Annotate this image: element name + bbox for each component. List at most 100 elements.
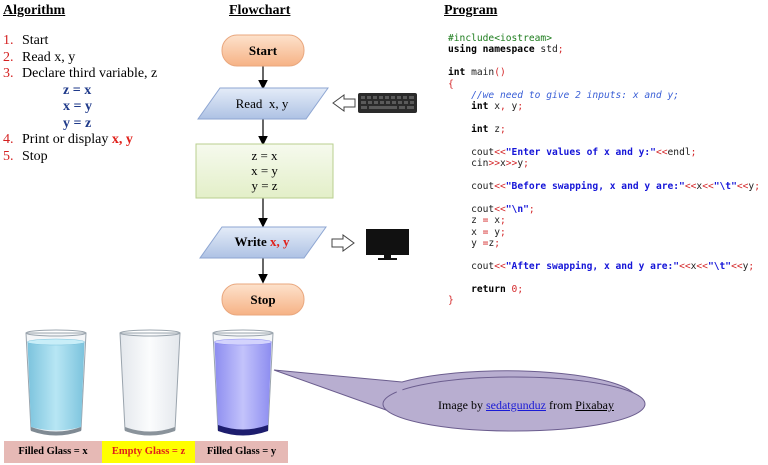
code-token: y (488, 226, 500, 238)
step-number: 1. (3, 33, 14, 48)
write-text: Write (234, 234, 270, 249)
algorithm-steps: 1. Start 2.Read x, y 3. Declare third vari… (3, 33, 157, 165)
code-token: cout (448, 203, 495, 215)
step-text: Start (22, 33, 49, 48)
assignment-text: x = y (63, 99, 92, 114)
filled-glass-y (212, 329, 274, 436)
code-line: using namespace std; (448, 44, 760, 55)
code-token: } (448, 294, 454, 306)
code-token: << (494, 203, 506, 215)
code-token: ; (690, 146, 697, 158)
read-label: Read x, y (235, 96, 289, 111)
code-line: } (448, 295, 760, 306)
code-line: { (448, 79, 760, 90)
assignment-text: z = x (63, 82, 92, 98)
credit-author-link[interactable]: sedatgunduz (485, 398, 546, 412)
flowchart-title: Flowchart (229, 3, 291, 18)
code-token: "Before swapping, x and y are:" (505, 181, 685, 193)
code-token: = (482, 238, 489, 250)
step-text: Print or display (22, 132, 112, 147)
code-line: return 0; (448, 284, 760, 295)
step-number: 3. (3, 66, 14, 81)
code-token: ; (500, 215, 506, 227)
code-token: int (448, 67, 466, 79)
code-token: "\t" (713, 181, 737, 193)
code-token: , (500, 101, 506, 113)
code-token: << (684, 181, 697, 193)
code-line (448, 249, 760, 260)
code-token: y (748, 181, 755, 193)
code-token: << (494, 181, 506, 193)
code-token: "\n" (505, 203, 529, 215)
code-token: y (448, 238, 483, 250)
process-line: y = z (251, 178, 278, 193)
stop-label: Stop (250, 292, 276, 307)
code-token: x (500, 158, 506, 170)
code-token: ; (517, 283, 524, 295)
code-token: cin (448, 158, 489, 170)
code-token: return (448, 283, 506, 295)
monitor-icon (366, 229, 409, 260)
code-line: z = x; (448, 215, 760, 226)
code-token: << (731, 260, 743, 272)
code-token: ; (523, 158, 529, 170)
code-token: ; (494, 238, 500, 250)
code-token: << (494, 146, 506, 158)
code-token: cout (448, 146, 495, 158)
stop-terminal (221, 283, 305, 316)
code-token: int (448, 124, 489, 136)
algorithm-title: Algorithm (3, 3, 66, 18)
step-highlight: x, y (111, 132, 133, 147)
process-line: x = y (251, 163, 278, 178)
code-token: () (494, 67, 506, 79)
start-label: Start (248, 43, 278, 58)
code-token: z (488, 238, 495, 250)
keyboard-arrow (332, 94, 356, 112)
code-token: y (742, 260, 749, 272)
step-text: Read x, y (22, 49, 76, 65)
program-code: #include<iostream>using namespace std; i… (448, 33, 760, 306)
code-line (448, 192, 760, 203)
code-token: "After swapping, x and y are:" (505, 260, 680, 272)
code-token: << (655, 146, 668, 158)
assignment-text: y = z (63, 115, 92, 131)
code-line: cout<<"Enter values of x and y:"<<endl; (448, 147, 760, 158)
code-token: z (448, 215, 483, 227)
code-token: endl (667, 146, 691, 158)
code-token: int (448, 101, 489, 113)
code-token: << (702, 181, 714, 193)
algorithm-assignment: z = x (3, 83, 157, 100)
code-token: "\t" (707, 260, 732, 272)
code-token: << (679, 260, 691, 272)
process-box (195, 143, 334, 199)
start-terminal (221, 34, 305, 67)
credit-prefix: Image by (438, 398, 486, 412)
code-token: << (494, 260, 506, 272)
code-line (448, 170, 760, 181)
program-title: Program (444, 3, 498, 18)
code-token: ; (748, 260, 755, 272)
code-token: using namespace (448, 44, 535, 56)
code-token: x (488, 215, 500, 227)
algorithm-assignment: y = z (3, 116, 157, 133)
code-token: x (690, 260, 697, 272)
code-line: int x, y; (448, 101, 760, 112)
read-io-shape (197, 87, 329, 120)
label-filled-glass-x: Filled Glass = x (4, 441, 102, 463)
code-line: //we need to give 2 inputs: x and y; (448, 90, 760, 101)
algorithm-step: 2.Read x, y (3, 50, 157, 67)
algorithm-assignment: x = y (3, 99, 157, 116)
write-io-shape (199, 226, 327, 259)
code-token: = (482, 226, 489, 238)
credit-bubble (273, 369, 646, 432)
code-token: ; (557, 44, 564, 56)
code-token: >> (505, 158, 518, 170)
label-empty-glass-z: Empty Glass = z (102, 441, 195, 463)
code-token: std (534, 44, 558, 56)
code-token: ; (754, 181, 760, 193)
code-token: { (448, 78, 454, 90)
code-line: #include<iostream> (448, 33, 760, 44)
step-text: Declare third variable, z (22, 66, 158, 81)
code-line: cout<<"Before swapping, x and y are:"<<x… (448, 181, 760, 192)
step-text: Stop (22, 148, 48, 164)
